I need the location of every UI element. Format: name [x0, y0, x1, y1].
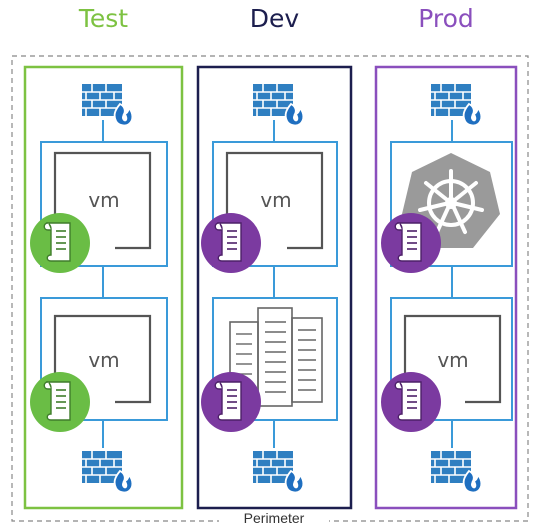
firewall-icon-prod-bottom: [430, 450, 483, 494]
env-box-test: [23, 65, 184, 510]
policy-scroll-icon: [30, 213, 90, 273]
env-title-prod: Prod: [418, 4, 474, 33]
policy-badge-test-2: [29, 371, 91, 433]
vm-label-test-2: vm: [88, 348, 119, 372]
vm-frame-dev-1: [225, 151, 324, 250]
vm-frame-prod-2: [403, 314, 502, 404]
firewall-icon-test-bottom: [81, 450, 134, 494]
policy-badge-prod-1: [380, 212, 442, 274]
vm-label-dev-1: vm: [260, 188, 291, 212]
env-title-dev: Dev: [249, 4, 300, 33]
policy-scroll-icon: [201, 213, 261, 273]
env-title-test: Test: [78, 4, 129, 33]
perimeter-boundary: [11, 55, 529, 522]
firewall-icon-dev-top: [252, 83, 305, 127]
vm-label-test-1: vm: [88, 188, 119, 212]
env-box-dev: [196, 65, 353, 510]
vm-frame-test-1: [53, 151, 152, 250]
firewall-icon-prod-top: [430, 83, 483, 127]
env-box-prod: [374, 65, 518, 510]
firewall-icon: [82, 84, 134, 127]
policy-badge-prod-2: [380, 371, 442, 433]
firewall-icon-dev-bottom: [252, 450, 305, 494]
perimeter-label: Perimeter: [219, 510, 329, 526]
policy-badge-dev-2: [200, 371, 262, 433]
vm-frame-test-2: [53, 314, 152, 404]
vm-label-prod-2: vm: [437, 348, 468, 372]
